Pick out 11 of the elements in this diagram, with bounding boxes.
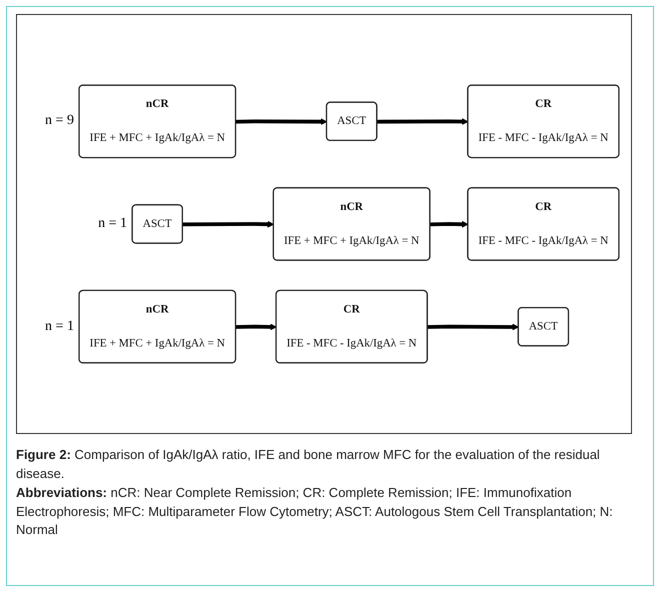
figure-caption: Figure 2: Comparison of IgAk/IgAλ ratio, IFE and bone marrow MFC for the evaluation of the residual disease. [16, 446, 601, 483]
group-size-label: n = 9 [45, 113, 74, 130]
abbreviations-note: Abbreviations: nCR: Near Complete Remission; CR: Complete Remission; IFE: Immunofixation Electrophoresis; MFC: Multiparameter Flow Cytometry; ASCT: Autologous Stem Cell Transplantation; N: Normal [16, 484, 614, 540]
arrow [377, 118, 468, 125]
arrow [236, 118, 328, 126]
arrow [430, 220, 468, 228]
arrow [182, 220, 274, 228]
group-size-label: n = 1 [98, 216, 128, 232]
group-size-label: n = 1 [45, 318, 74, 335]
arrow [428, 324, 519, 330]
arrow [236, 324, 277, 330]
